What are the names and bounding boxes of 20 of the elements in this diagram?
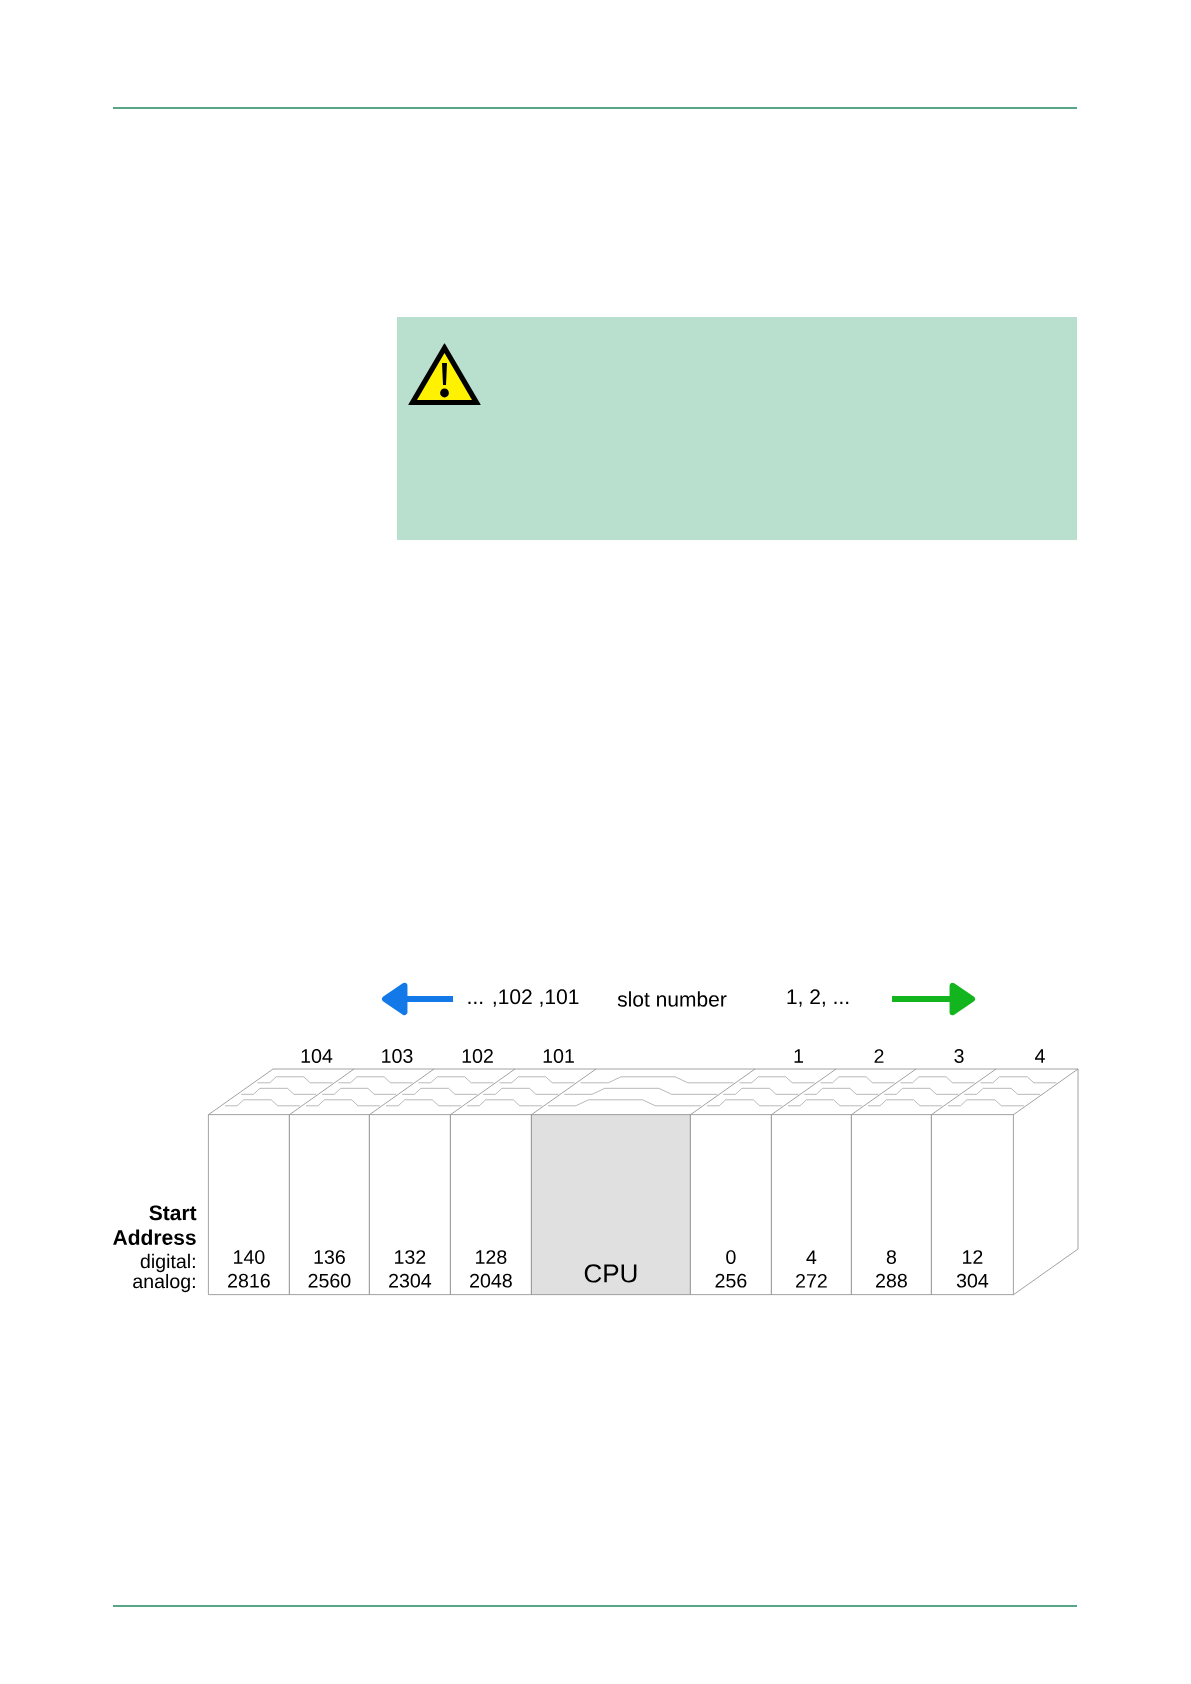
axis-title: slot number (617, 991, 727, 1007)
slot-number: 101 (543, 1049, 574, 1063)
cpu-module: CPU (531, 1114, 691, 1295)
slot-number: 103 (382, 1049, 413, 1063)
slot-range-label: ... ,102 ,101 (468, 989, 579, 1007)
io-module: 12 304 (931, 1114, 1014, 1295)
io-module: 4 272 (771, 1114, 852, 1295)
slot-number: 3 (954, 1049, 964, 1063)
io-module: 128 2048 (450, 1114, 532, 1295)
slot-number: 104 (301, 1049, 333, 1063)
io-module: 136 2560 (289, 1114, 370, 1295)
slot-number: 4 (1035, 1049, 1045, 1063)
slot-number: 2 (874, 1049, 884, 1063)
slot-range-label: 1, 2, ... (787, 989, 849, 1007)
io-module: 0 256 (690, 1114, 772, 1295)
slot-number: 102 (462, 1049, 493, 1063)
slot-number: 1 (794, 1049, 803, 1063)
io-module: 132 2304 (369, 1114, 451, 1295)
io-module: 8 288 (851, 1114, 932, 1295)
io-module: 140 2816 (208, 1114, 290, 1295)
